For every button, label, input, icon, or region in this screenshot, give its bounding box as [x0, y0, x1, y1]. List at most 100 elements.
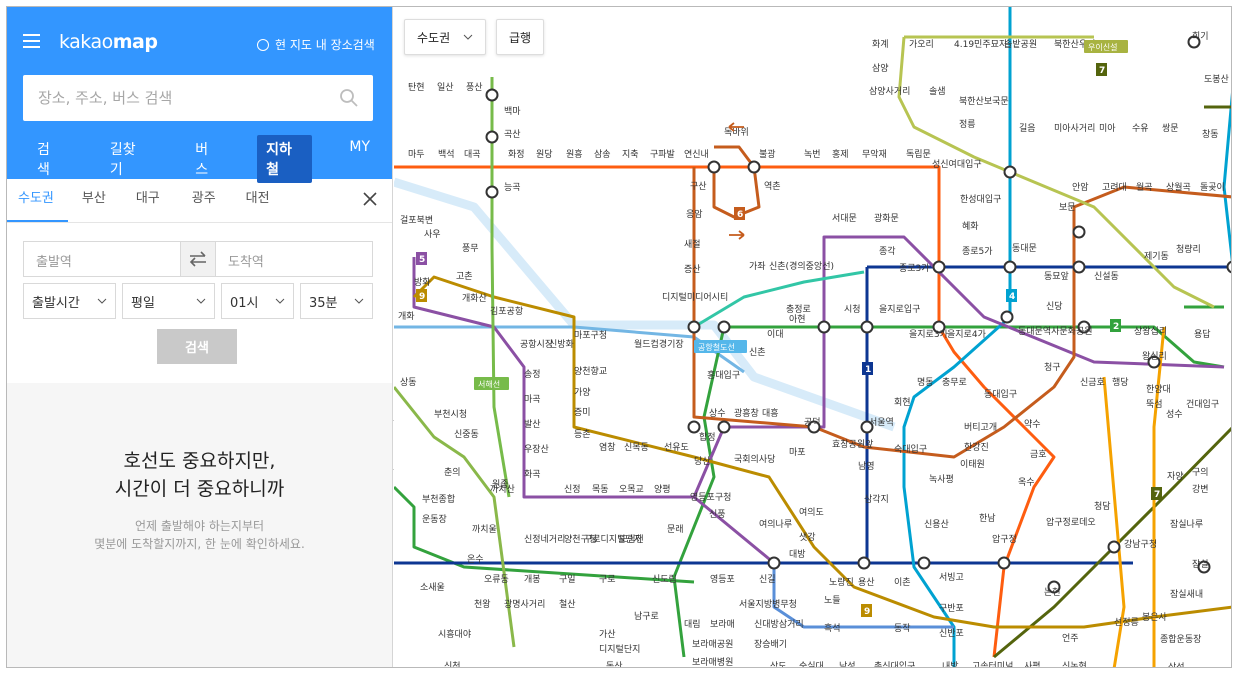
station-label: 오목교	[619, 484, 644, 495]
region-tab-daegu[interactable]: 대구	[135, 191, 160, 206]
line2-branch	[672, 326, 726, 658]
station-label: 양천구청	[564, 534, 597, 545]
station-label: 동대입구	[984, 388, 1017, 400]
gyeongui-line	[490, 77, 511, 498]
swap-stations-button[interactable]	[180, 242, 216, 276]
interchange-station	[767, 556, 781, 570]
station-label: 천왕	[474, 599, 491, 610]
station-label: 여의도	[799, 506, 824, 518]
station-label: 영등포	[710, 574, 735, 585]
tab-bus[interactable]: 버스	[195, 142, 209, 178]
station-label: 국회의사당	[734, 454, 775, 465]
chevron-down-icon	[275, 298, 285, 304]
station-label: 미아	[1099, 123, 1116, 134]
station-label: 압구정	[992, 533, 1017, 545]
bundang-line-2	[1152, 326, 1166, 667]
station-label: 뚝섬	[1146, 399, 1163, 410]
tab-directions[interactable]: 길찾기	[109, 142, 136, 178]
region-tab-busan[interactable]: 부산	[81, 191, 106, 206]
express-toggle-button[interactable]: 급행	[496, 19, 545, 55]
station-label: 잠실	[1192, 559, 1209, 570]
station-label: 을지로4가	[947, 329, 986, 340]
tab-subway[interactable]: 지하철	[257, 135, 313, 183]
hour-select[interactable]: 01시	[221, 283, 294, 319]
station-label: 창동	[1202, 129, 1219, 140]
departure-station-field[interactable]: 출발역	[36, 255, 72, 270]
time-type-select[interactable]: 출발시간	[23, 283, 116, 319]
line6-path	[692, 167, 1231, 459]
station-label: 충무로	[942, 377, 967, 388]
kakaomap-logo[interactable]: kakaomap	[59, 31, 158, 53]
station-label: 언주	[1062, 632, 1079, 644]
station-label: 남구로	[634, 611, 659, 622]
station-label: 연신내	[684, 149, 709, 160]
map-region-value: 수도권	[417, 30, 451, 45]
station-label: 동대문	[1012, 243, 1037, 254]
station-label: 잠실새내	[1170, 589, 1203, 600]
station-label: 고려대	[1102, 182, 1127, 193]
line-number-marker	[416, 289, 427, 302]
line5-east	[692, 235, 1225, 498]
station-label: 신촌	[749, 347, 766, 358]
interchange-station	[707, 160, 721, 174]
arrival-station-field[interactable]: 도착역	[228, 255, 264, 270]
station-label: 새절	[684, 238, 701, 250]
station-label: 목동	[592, 484, 609, 495]
close-icon[interactable]	[362, 191, 378, 207]
station-label: 도림천	[619, 533, 644, 545]
line-number-label: 5	[419, 255, 425, 265]
station-label: 신천	[444, 661, 461, 668]
station-label: 공덕	[804, 417, 821, 428]
interchange-station	[1147, 355, 1161, 369]
region-tabs: 수도권 부산 대구 광주 대전	[7, 179, 392, 223]
station-label: 사평	[1024, 661, 1041, 668]
search-icon[interactable]	[339, 88, 359, 108]
station-label: 장승배기	[754, 639, 787, 650]
station-label: 구반포	[939, 603, 964, 614]
region-tab-gwangju[interactable]: 광주	[191, 191, 216, 206]
station-label: 한남	[979, 513, 996, 524]
search-input[interactable]	[23, 75, 323, 121]
line-number-marker	[1151, 487, 1162, 500]
station-label: 남성	[839, 661, 856, 668]
station-label: 미아사거리	[1054, 123, 1095, 134]
station-label: 쌍문	[1162, 123, 1179, 134]
main-nav-tabs: 검색 길찾기 버스 지하철 MY	[23, 135, 379, 183]
map-area-search-toggle[interactable]: 현 지도 내 장소검색	[257, 36, 375, 53]
airport-rail-line	[394, 177, 896, 432]
station-label: 부천종합	[422, 494, 455, 505]
interchange-station	[1072, 260, 1086, 274]
station-label: 노들	[824, 595, 841, 606]
station-label: 구로	[599, 574, 616, 585]
interchange-station	[1107, 540, 1121, 554]
station-label: 서울역	[869, 417, 894, 428]
gyeongchun-line	[693, 270, 865, 329]
ui-line-path	[897, 36, 1011, 174]
station-label: 옥수	[1018, 477, 1035, 488]
station-label: 을지로3가	[909, 329, 948, 340]
station-label: 돌곶이	[1200, 182, 1225, 193]
station-label: 청량리	[1176, 243, 1201, 255]
hamburger-menu-icon[interactable]	[23, 34, 40, 48]
tab-my[interactable]: MY	[349, 139, 371, 155]
sidebar: kakaomap 현 지도 내 장소검색 검색 길찾기 버스 지하철 MY 수도…	[7, 7, 393, 667]
tab-search[interactable]: 검색	[37, 142, 50, 178]
region-tab-daejeon[interactable]: 대전	[245, 191, 270, 206]
station-label: 신금호	[1080, 377, 1105, 388]
minute-select[interactable]: 35분	[300, 283, 373, 319]
map-region-select[interactable]: 수도권	[404, 19, 486, 55]
station-label: 신용산	[924, 519, 949, 530]
station-label: 신정	[564, 484, 581, 495]
route-search-button[interactable]: 검색	[157, 329, 237, 364]
station-label: 원흥	[566, 148, 583, 160]
station-label: 신논현	[1062, 661, 1087, 668]
region-tab-capital[interactable]: 수도권	[7, 179, 68, 222]
interchange-station	[997, 556, 1011, 570]
station-label: 을지로입구	[879, 303, 920, 315]
day-select[interactable]: 평일	[122, 283, 215, 319]
interchange-station	[860, 320, 874, 334]
promo-desc-1: 언제 출발해야 하는지부터	[134, 519, 265, 533]
line-number-marker	[1110, 319, 1121, 332]
